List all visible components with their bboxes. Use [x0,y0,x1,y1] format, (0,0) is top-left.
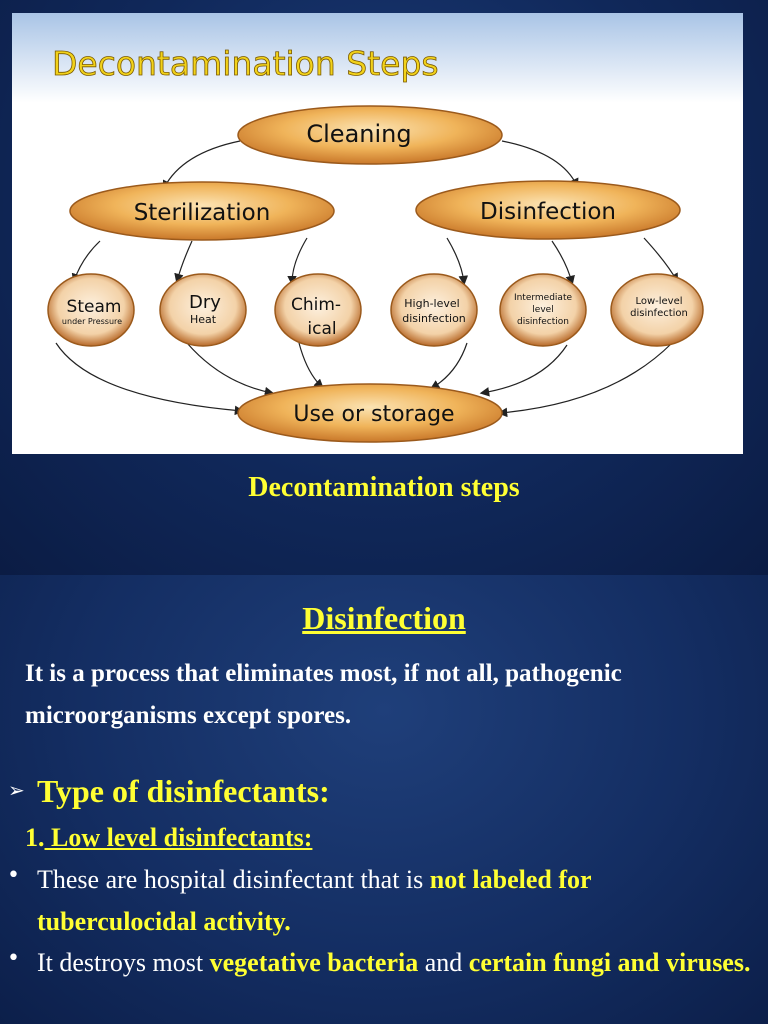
arrow-bullet-icon: ➢ [8,778,25,802]
arrow-dis-high [446,237,469,286]
definition-text: It is a process that eliminates most, if… [25,660,622,729]
arrow-dry-use [186,342,275,397]
high-level-circle [390,273,478,347]
diagram-caption: Decontamination steps [248,472,520,503]
chimical-circle [274,273,362,347]
high-level-line2: disinfection [402,312,466,325]
diagram-title: Decontamination Steps [52,44,439,83]
arrow-ster-dry [174,240,193,284]
bullet-2-highlight2: certain fungi and viruses. [468,948,751,977]
dry-circle [159,273,247,347]
arrow-high-use [429,342,468,390]
bullet-1-text: These are hospital disinfectant that is [37,865,430,894]
low-level-line2: disinfection [630,308,688,319]
arrow-dis-inter [551,240,575,286]
low-level-line1: Low-level [635,296,682,307]
subheading-low-level: 1. Low level disinfectants: [25,823,312,853]
bullet-dot-icon: • [7,946,20,971]
disinfection-label: Disinfection [480,199,616,225]
bullet-1-highlight: not labeled for tuberculocidal activity. [37,865,592,936]
cleaning-label: Cleaning [306,120,411,148]
sterilization-label: Sterilization [134,200,271,226]
sterilization-node [69,181,335,241]
use-storage-label: Use or storage [293,402,454,427]
subheading-number: 1. [25,823,45,852]
arrow-inter-use [479,344,568,397]
steam-circle [47,273,135,347]
arrow-low-use [497,342,673,418]
slide-decontamination: Decontamination Steps Cleaning [0,0,768,575]
subheading-text: Low level disinfectants: [44,823,313,852]
intermediate-line3: disinfection [517,317,569,327]
arrow-cleaning-sterilization [162,140,241,191]
bullet-2-text1: It destroys most [37,948,210,977]
low-level-circle [610,273,704,347]
intermediate-circle [499,273,587,347]
disinfection-node [415,180,681,240]
steam-sub: under Pressure [62,317,122,326]
slide-title: Disinfection [302,600,466,636]
cleaning-node [237,105,503,165]
bullet-2-highlight1: vegetative bacteria [209,948,419,977]
chimical-line2: ical [307,319,336,339]
dry-sub: Heat [190,313,217,326]
bullet-item-2: • It destroys most vegetative bacteria a… [7,942,757,984]
intermediate-line1: Intermediate [514,293,573,303]
arrow-ster-chim [287,237,308,286]
bullet-item-1: • These are hospital disinfectant that i… [7,859,757,943]
intermediate-line2: level [532,305,553,315]
dry-title: Dry [189,292,221,313]
bullet-dot-icon: • [7,863,20,888]
slide-disinfection: Disinfection It is a process that elimin… [0,575,768,1024]
arrow-steam-use [55,342,245,416]
arrow-chim-use [298,342,324,389]
bullet-2-text2: and [418,948,469,977]
steam-title: Steam [67,297,122,317]
high-level-line1: High-level [404,297,459,310]
chimical-line1: Chim- [291,295,341,315]
use-storage-node [237,383,503,443]
type-heading: Type of disinfectants: [37,773,330,809]
arrow-cleaning-disinfection [501,140,579,189]
decontamination-diagram: Decontamination Steps Cleaning [12,13,743,454]
